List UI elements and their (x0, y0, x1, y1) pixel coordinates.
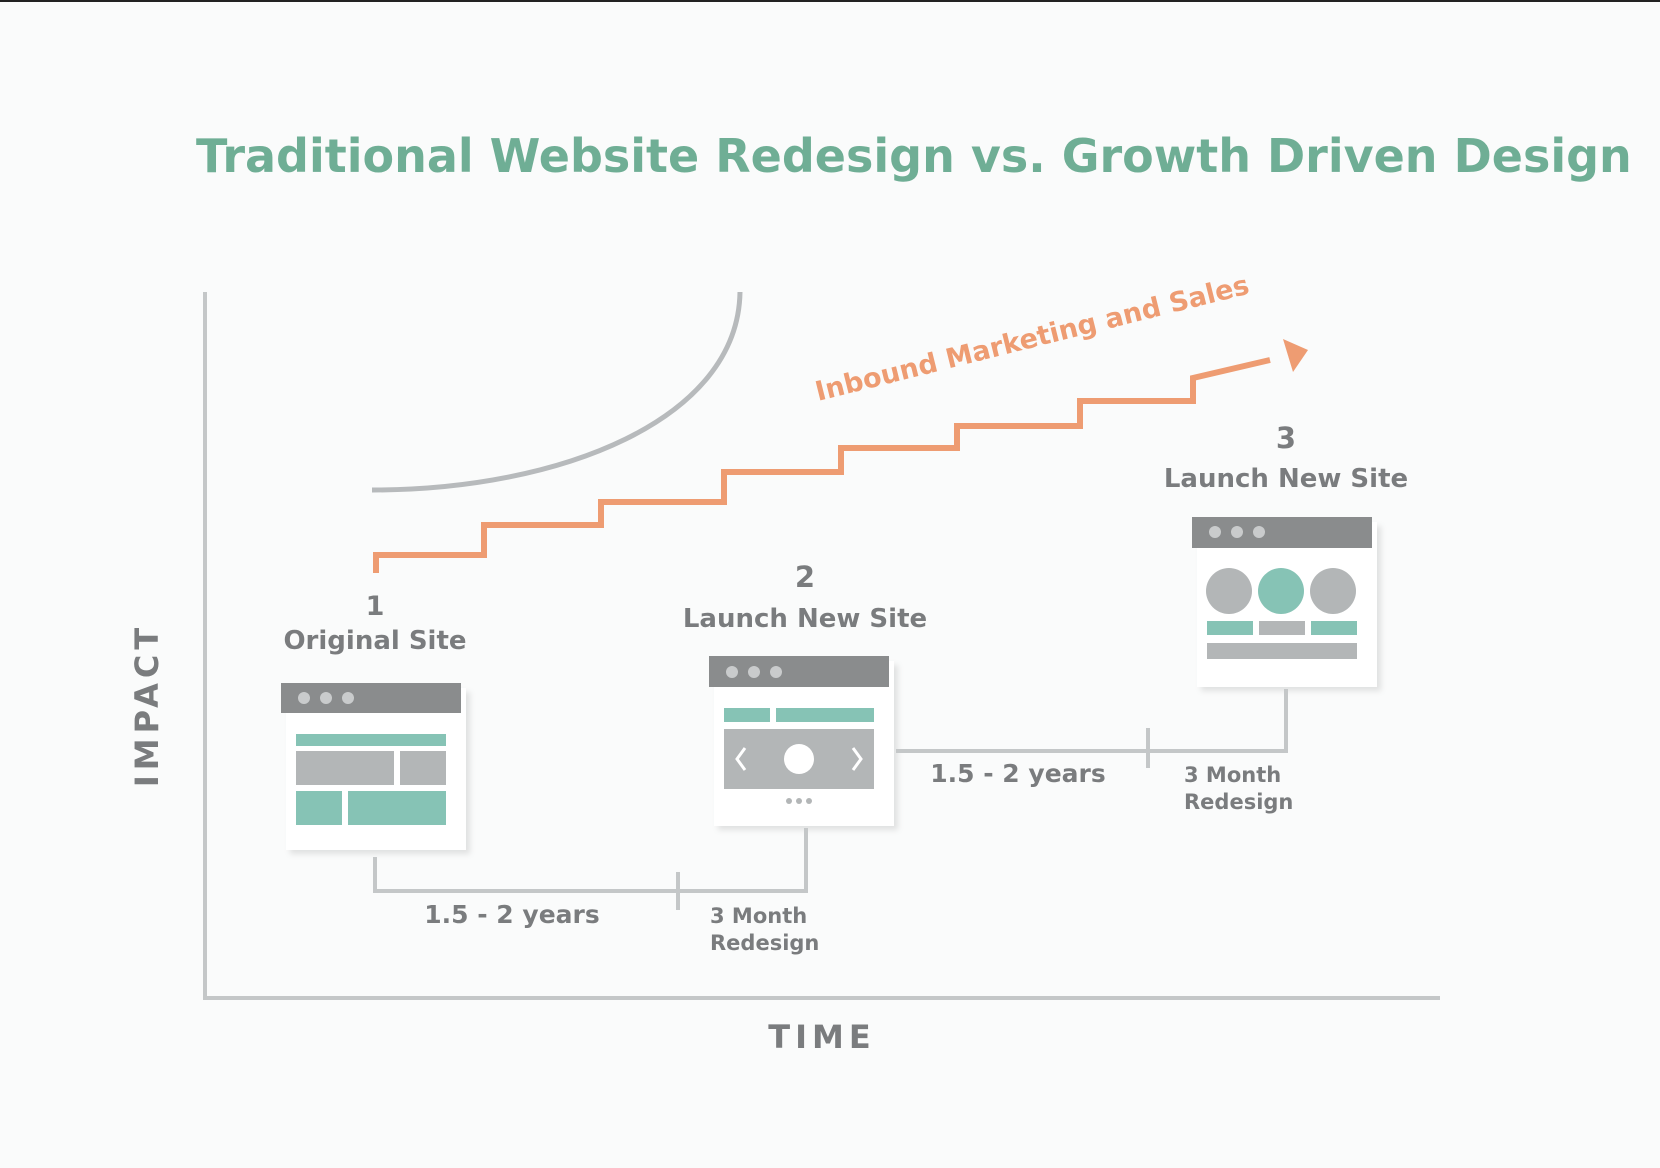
milestone-1-label: Original Site (283, 626, 466, 656)
milestone-3-label: Launch New Site (1164, 464, 1408, 494)
carousel-icon (724, 729, 874, 804)
interval-bracket-2 (896, 689, 1288, 753)
browser-window-icon (709, 656, 894, 826)
page-title: Traditional Website Redesign vs. Growth … (196, 129, 1632, 183)
milestone-1-number: 1 (366, 591, 385, 622)
x-axis-label: TIME (768, 1018, 875, 1056)
interval-1-duration: 1.5 - 2 years (424, 900, 600, 929)
interval-2-redesign-line1: 3 Month (1184, 763, 1281, 787)
browser-window-icon (1192, 517, 1377, 687)
top-border (0, 0, 1660, 2)
interval-1-redesign-line1: 3 Month (710, 904, 807, 928)
interval-2-redesign-line2: Redesign (1184, 790, 1293, 814)
axes (203, 292, 1440, 1000)
arrow-head-icon (1283, 339, 1308, 372)
milestone-2-number: 2 (795, 560, 815, 594)
y-axis-label: IMPACT (128, 623, 166, 787)
traditional-curve (371, 291, 743, 493)
interval-2-duration: 1.5 - 2 years (930, 759, 1106, 788)
browser-window-icon (281, 683, 466, 850)
growth-line-label: Inbound Marketing and Sales (812, 270, 1252, 408)
interval-1-redesign-line2: Redesign (710, 931, 819, 955)
growth-staircase (373, 357, 1271, 573)
milestone-3-number: 3 (1276, 421, 1296, 455)
interval-bracket-1 (373, 828, 808, 893)
milestone-2-label: Launch New Site (683, 604, 927, 634)
